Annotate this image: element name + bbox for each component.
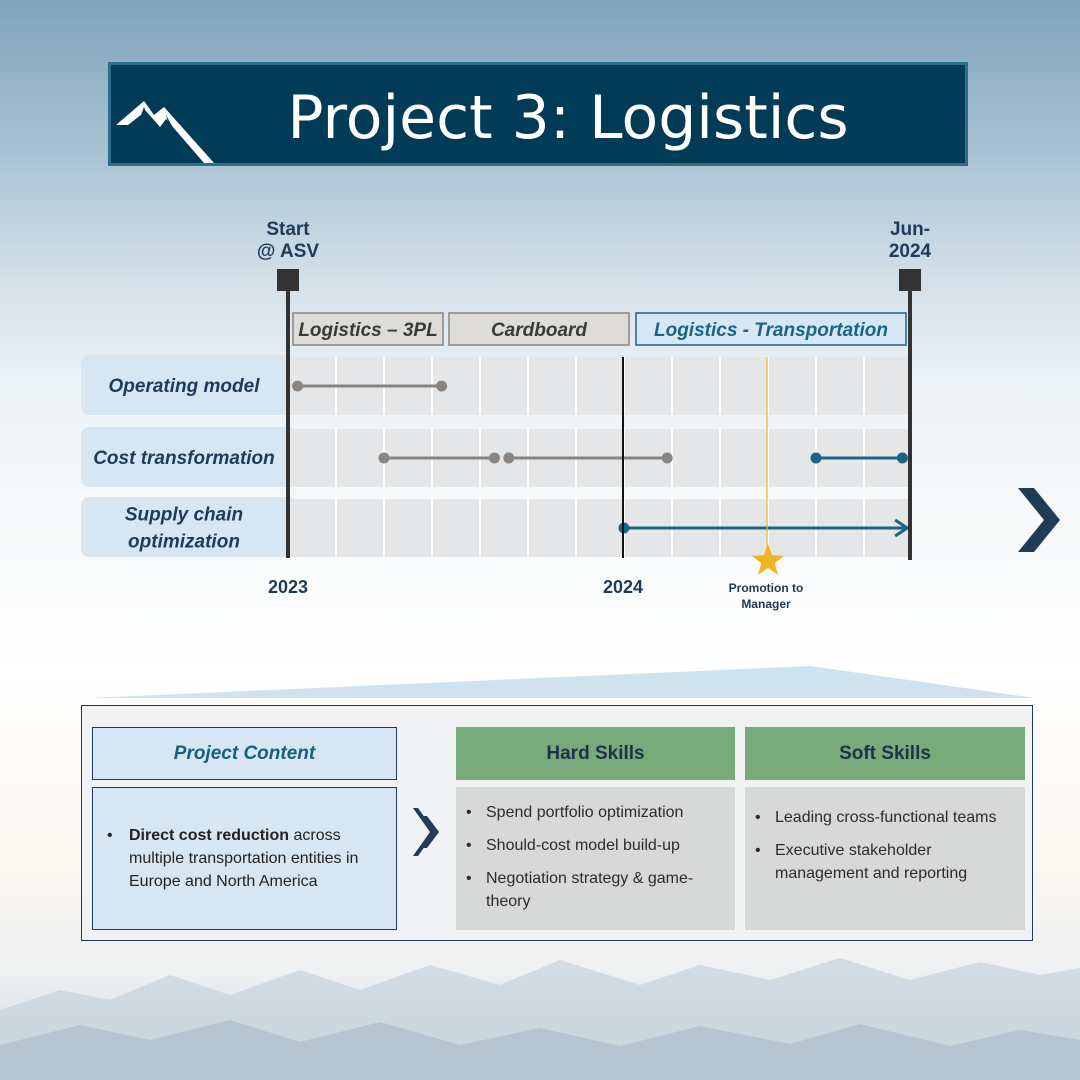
bullet-dot: • — [466, 870, 472, 887]
soft-skills-list: • Leading cross-functional teams • Executiv… — [755, 806, 1015, 885]
bullet-dot: • — [755, 809, 761, 826]
promotion-label: Promotion to — [729, 581, 804, 595]
start-marker — [277, 269, 299, 291]
project-details-panel: Project Content • Direct cost reduction … — [81, 705, 1033, 941]
row-label-box — [81, 497, 296, 557]
segment-dot — [292, 380, 304, 392]
row-label-box — [81, 355, 296, 415]
project-content-header: Project Content — [92, 727, 397, 780]
hard-skills-list: • Spend portfolio optimization • Should-cos… — [466, 801, 725, 913]
project-content-body: • Direct cost reduction across multiple … — [92, 787, 397, 930]
phase-label: Cardboard — [491, 320, 587, 341]
row-label: Operating model — [109, 376, 261, 397]
segment-dot — [503, 452, 515, 464]
soft-skill-item-text: Executive stakeholder management and rep… — [775, 842, 968, 882]
soft-skill-item: • Executive stakeholder management and re… — [755, 839, 1015, 885]
segment-dot — [810, 452, 822, 464]
double-chevron-right-icon — [413, 808, 439, 856]
segment-dot — [378, 452, 390, 464]
project-content-bullet: • Direct cost reduction across multiple … — [107, 824, 382, 893]
hard-skills-body: • Spend portfolio optimization • Should-cos… — [456, 787, 735, 930]
hard-skill-item-text: Negotiation strategy & game-theory — [486, 870, 694, 910]
soft-skill-item-text: Leading cross-functional teams — [775, 809, 997, 826]
year-label: 2023 — [268, 577, 308, 597]
hard-skill-item: • Should-cost model build-up — [466, 834, 725, 857]
marker-label: 2024 — [889, 241, 932, 262]
segment-dot — [488, 452, 500, 464]
promotion-label: Manager — [741, 597, 791, 611]
row-label: Supply chain — [125, 505, 243, 526]
segment-dot — [661, 452, 673, 464]
end-marker — [899, 269, 921, 291]
mountain-logo-icon — [116, 101, 214, 163]
soft-skills-body: • Leading cross-functional teams • Executiv… — [745, 787, 1025, 930]
title-banner: Project 3: Logistics — [108, 62, 968, 166]
segment-arrowhead — [894, 518, 910, 538]
zoom-separator — [90, 666, 1035, 698]
row-label: Cost transformation — [93, 448, 275, 469]
project-timeline: Logistics – 3PL Cardboard Logistics - Tran… — [81, 219, 932, 611]
marker-label: @ ASV — [257, 241, 319, 262]
phase-box — [448, 312, 630, 346]
phase-box — [635, 312, 907, 346]
row-label-box — [81, 427, 296, 487]
project-content-rest: across multiple transportation entities … — [129, 827, 359, 890]
hard-skills-header: Hard Skills — [456, 727, 735, 780]
chevron-right-icon[interactable] — [1008, 482, 1068, 562]
segment-dot — [896, 452, 908, 464]
hard-skill-item: • Negotiation strategy & game-theory — [466, 867, 725, 913]
year-label: 2024 — [603, 577, 643, 597]
star-icon — [751, 544, 785, 575]
segment-dot — [436, 380, 448, 392]
phase-label: Logistics – 3PL — [298, 320, 437, 341]
hard-skill-item-text: Spend portfolio optimization — [486, 804, 684, 821]
bullet-dot: • — [466, 837, 472, 854]
page-title: Project 3: Logistics — [287, 83, 849, 153]
row-label: optimization — [128, 532, 240, 553]
project-content-bold: Direct cost reduction — [129, 827, 290, 844]
bullet-dot: • — [107, 827, 113, 844]
soft-skills-header: Soft Skills — [745, 727, 1025, 780]
phase-label: Logistics - Transportation — [654, 320, 888, 341]
phase-box — [292, 312, 444, 346]
bullet-dot: • — [755, 842, 761, 859]
hard-skill-item-text: Should-cost model build-up — [486, 837, 680, 854]
hard-skill-item: • Spend portfolio optimization — [466, 801, 725, 824]
marker-label: Jun- — [890, 219, 930, 240]
marker-label: Start — [266, 219, 310, 240]
bullet-dot: • — [466, 804, 472, 821]
project-content-text: Direct cost reduction across multiple tr… — [129, 824, 382, 893]
soft-skill-item: • Leading cross-functional teams — [755, 806, 1015, 829]
